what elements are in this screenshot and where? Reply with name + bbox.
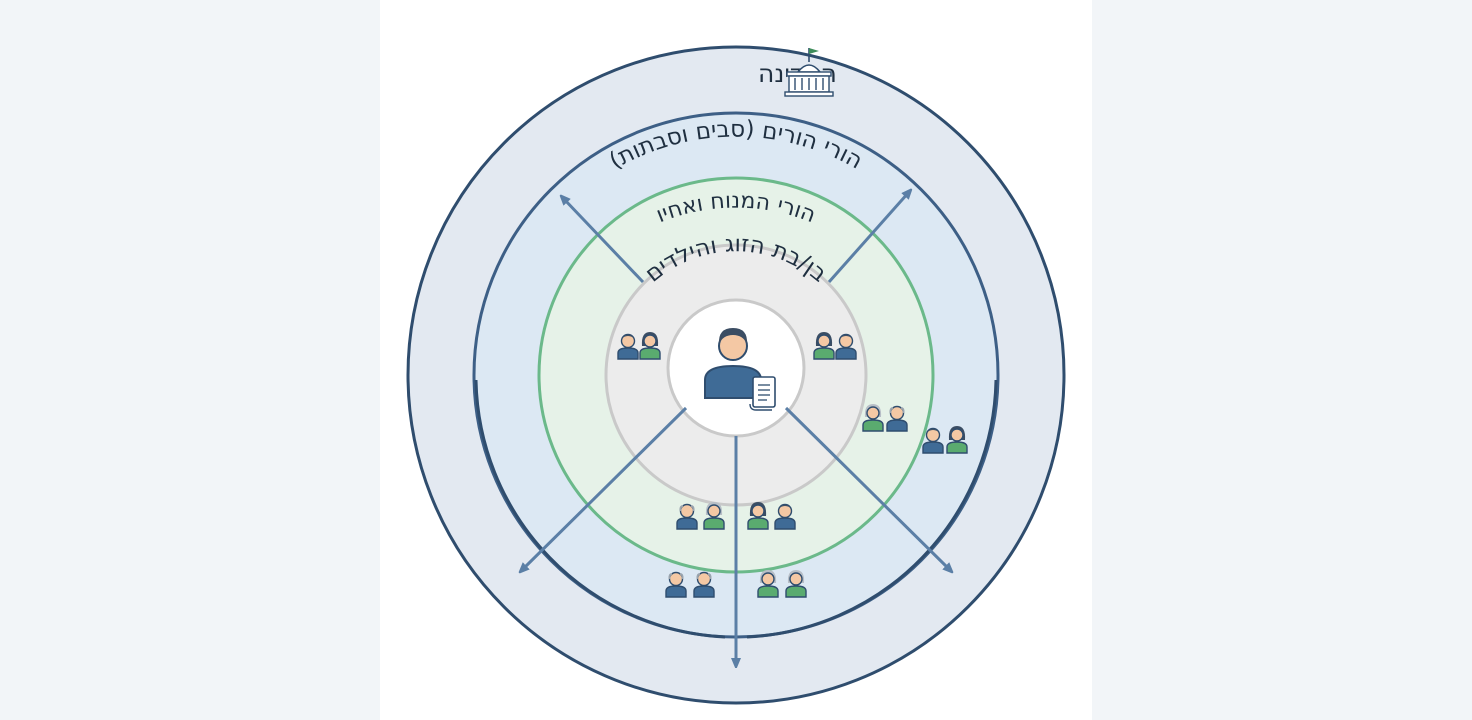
right-margin	[1092, 0, 1472, 720]
document-icon	[749, 376, 776, 411]
arrow-down-left	[522, 406, 688, 570]
grandparents-inner-arc-right	[746, 379, 998, 639]
government-building-icon	[784, 48, 834, 97]
arrow-up-right	[827, 192, 909, 283]
deceased-person-icon	[704, 328, 762, 399]
left-margin	[0, 0, 380, 720]
arrow-up-left	[563, 198, 645, 284]
grandparents-inner-arc-left	[474, 379, 726, 639]
arrow-down-right	[784, 406, 950, 570]
